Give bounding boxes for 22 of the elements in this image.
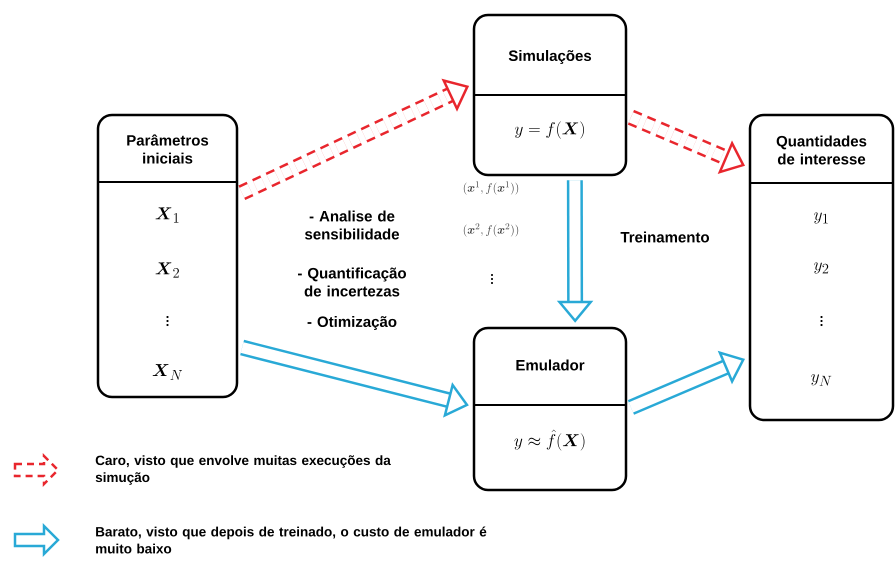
box-heading: Simulações — [508, 50, 592, 64]
box-heading: Parâmetros iniciais — [127, 134, 208, 164]
math-entry: $\boldsymbol{X}_1$ — [156, 207, 178, 223]
edge-label: Treinamento — [618, 230, 712, 245]
box-heading: Emulador — [516, 360, 584, 370]
math-entry: $\vdots$ — [820, 316, 822, 326]
math-entry: $y \approx \hat{f}(\boldsymbol{X})$ — [514, 430, 584, 450]
math-entry: $\vdots$ — [166, 316, 168, 326]
math-entry: $y_1$ — [814, 212, 828, 224]
note-text: - Quantificação de incertezas — [298, 268, 406, 296]
math-entry: $y_2$ — [814, 262, 828, 274]
box-heading: Quantidades de interesse — [776, 136, 866, 164]
math-entry: $y = f(\boldsymbol{X})$ — [514, 121, 584, 139]
legend-text: Barato, visto que depois de treinado, o custo de emulador é muito baixo — [96, 526, 486, 554]
math-entry: $\boldsymbol{X}_2$ — [156, 262, 179, 278]
note-text: - Otimização — [308, 316, 396, 330]
legend-text: Caro, visto que envolve muitas execuções da simução — [96, 455, 391, 485]
note-text: - Analise de sensibilidade — [305, 210, 399, 240]
math-entry: $\vdots$ — [491, 274, 493, 284]
data-pair: $(\boldsymbol{x}^2, f(\boldsymbol{x}^2))$ — [464, 223, 518, 237]
math-entry: $y_N$ — [811, 374, 832, 386]
math-entry: $\boldsymbol{X}_N$ — [152, 364, 182, 380]
